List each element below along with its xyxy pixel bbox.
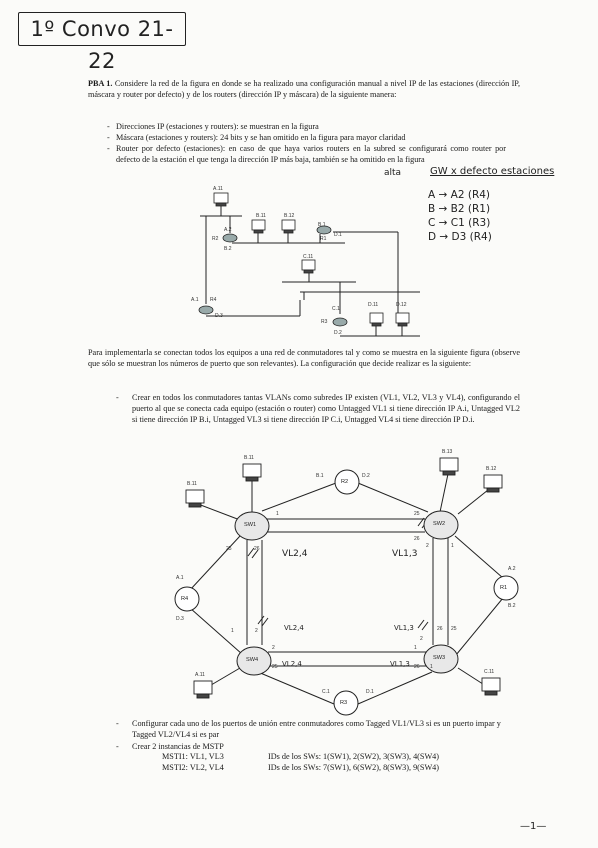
port-number: 2	[272, 645, 275, 651]
host-label: B.13	[442, 449, 453, 455]
fig1-label: R4	[210, 297, 217, 303]
bullet-vlan: -Crear en todos los conmutadores tantas …	[116, 393, 520, 424]
mstp-instance: MSTI2: VL2, VL4	[162, 762, 224, 772]
switch-sw4: SW4	[246, 657, 259, 663]
port-number: 2	[255, 628, 258, 634]
vlan-note: VL1,3	[392, 549, 418, 559]
host-label: B.11	[244, 455, 254, 461]
bullet-mask: -Máscara (estaciones y routers): 24 bits…	[107, 133, 406, 142]
port-number: 26	[254, 546, 260, 552]
vlan-note: VL1,3	[390, 660, 410, 668]
vlan-note: VL2,4	[282, 549, 308, 559]
ip-label: D.1	[366, 689, 374, 695]
ip-label: A.2	[508, 566, 516, 572]
fig1-label: D.12	[396, 302, 407, 308]
fig1-label: C.1	[332, 306, 340, 312]
fig1-label: A.2	[224, 227, 232, 233]
gw-note-c: C → C1 (R3)	[428, 217, 491, 229]
ip-label: A.1	[176, 575, 184, 581]
problem-intro-text: Considere la red de la figura en donde s…	[88, 79, 520, 99]
margin-note: alta	[384, 168, 402, 178]
fig1-label: R2	[212, 236, 219, 242]
port-number: 26	[437, 626, 443, 632]
gw-notes: A → A2 (R4) B → B2 (R1) C → C1 (R3) D → …	[428, 188, 492, 244]
port-number: 1	[231, 628, 234, 634]
vlan-note: VL2,4	[282, 660, 302, 668]
fig1-label: B.12	[284, 213, 295, 219]
host-label: B.11	[187, 481, 197, 487]
switch-sw3: SW3	[433, 655, 446, 661]
port-number: 1	[414, 645, 417, 651]
fig1-label: B.2	[224, 246, 232, 252]
problem-label: PBA 1.	[88, 79, 113, 88]
port-number: 1	[430, 664, 433, 670]
ip-label: C.1	[322, 689, 330, 695]
port-number: 2	[420, 636, 423, 642]
router-r2: R2	[341, 479, 349, 485]
gw-notes-title: GW x defecto estaciones	[430, 166, 555, 177]
gw-note-d: D → D3 (R4)	[428, 231, 492, 243]
fig1-label: R3	[321, 319, 328, 325]
switch-sw2: SW2	[433, 521, 446, 527]
port-number: 25	[272, 664, 278, 670]
host-label: C.11	[484, 669, 495, 675]
port-number: 26	[414, 536, 420, 542]
switch-sw1: SW1	[244, 522, 257, 528]
fig1-label: B.11	[256, 213, 266, 219]
page-number: —1—	[520, 821, 547, 832]
fig1-label: D.11	[368, 302, 379, 308]
port-number: 25	[414, 511, 420, 517]
fig1-label: A.1	[191, 297, 199, 303]
ip-label: B.1	[316, 473, 324, 479]
vlan-note: VL2,4	[284, 624, 304, 632]
fig1-label: D.2	[334, 330, 342, 336]
port-number: 2	[426, 543, 429, 549]
host-label: B.12	[486, 466, 497, 472]
switch-intro: Para implementarla se conectan todos los…	[88, 348, 520, 368]
fig1-label: C.11	[303, 254, 314, 260]
port-number: 25	[226, 546, 232, 552]
mstp-ids: IDs de los SWs: 1(SW1), 2(SW2), 3(SW3), …	[268, 752, 440, 761]
ip-label: D.2	[362, 473, 370, 479]
ip-label: B.2	[508, 603, 516, 609]
fig1-label: A.11	[213, 186, 223, 192]
bullet-trunk: -Configurar cada uno de los puertos de u…	[116, 719, 501, 739]
mstp-row: MSTI1: VL1, VL3 IDs de los SWs: 1(SW1), …	[162, 752, 445, 763]
mstp-ids: IDs de los SWs: 7(SW1), 6(SW2), 8(SW3), …	[268, 762, 440, 772]
bullet-mstp: -Crear 2 instancias de MSTP	[116, 742, 224, 751]
port-number: 25	[451, 626, 457, 632]
bullet-router: -Router por defecto (estaciones): en cas…	[107, 144, 506, 164]
bullet-ip: -Direcciones IP (estaciones y routers): …	[107, 122, 319, 131]
gw-note-a: A → A2 (R4)	[428, 189, 491, 201]
mstp-row: MSTI2: VL2, VL4 IDs de los SWs: 7(SW1), …	[162, 763, 445, 774]
vlan-note: VL1,3	[394, 624, 414, 632]
fig1-label: R1	[320, 236, 327, 242]
mstp-table: MSTI1: VL1, VL3 IDs de los SWs: 1(SW1), …	[162, 752, 445, 773]
port-number: 26	[414, 664, 420, 670]
port-number: 1	[451, 543, 454, 549]
gw-note-b: B → B2 (R1)	[428, 203, 491, 215]
problem-intro: PBA 1. Considere la red de la figura en …	[88, 78, 520, 100]
router-r1: R1	[500, 585, 508, 591]
host-label: A.11	[195, 672, 205, 678]
handwritten-title: 1º Convo 21-22	[18, 12, 186, 73]
fig1-label: B.1	[318, 222, 326, 228]
router-r3: R3	[340, 700, 348, 706]
router-r4: R4	[181, 596, 189, 602]
ip-label: D.3	[176, 616, 184, 622]
fig1-label: D.3	[215, 313, 223, 319]
fig1-label: D.1	[334, 232, 342, 238]
mstp-instance: MSTI1: VL1, VL3	[162, 752, 224, 761]
port-number: 1	[276, 511, 279, 517]
